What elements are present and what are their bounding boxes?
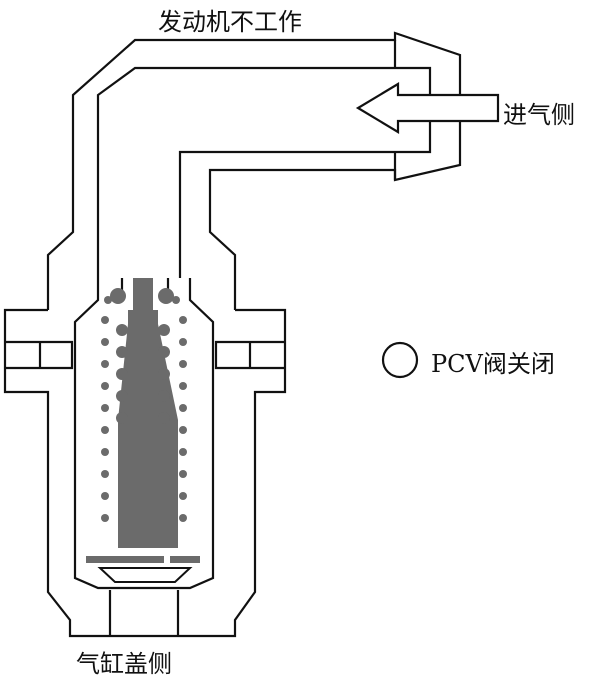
valve-housing-outer: [3, 308, 287, 638]
elbow-pipe-inner: [96, 66, 432, 278]
spring-dot: [101, 360, 109, 368]
spring-dot: [101, 316, 109, 324]
spring-coil: [101, 288, 187, 522]
spring-dot: [101, 470, 109, 478]
spring-dot: [179, 426, 187, 434]
spring-dot: [179, 338, 187, 346]
spring-dot: [116, 346, 128, 358]
spring-dot: [158, 390, 170, 402]
valve-chamber: [73, 278, 215, 590]
status-circle-icon: [381, 341, 419, 379]
spring-dot: [158, 412, 170, 424]
outlet-passage: [108, 590, 180, 636]
spring-dot: [101, 514, 109, 522]
diagram-title: 发动机不工作: [158, 8, 302, 36]
spring-dot: [101, 426, 109, 434]
flange-right: [214, 340, 285, 370]
spring-dot: [158, 324, 170, 336]
plunger-body: [118, 324, 178, 548]
valve-status-label: PCV阀关闭: [431, 350, 555, 378]
spring-dot: [179, 316, 187, 324]
spring-dot: [104, 296, 112, 304]
spring-dot: [179, 382, 187, 390]
elbow-pipe-outer: [46, 31, 462, 310]
spring-dot: [116, 390, 128, 402]
spring-dot: [116, 412, 128, 424]
spring-dot: [101, 492, 109, 500]
spring-dot: [179, 492, 187, 500]
plunger-cap: [128, 310, 158, 324]
seat-plate-left: [86, 556, 164, 563]
spring-dot: [172, 296, 180, 304]
spring-dot: [179, 404, 187, 412]
spring-dot: [158, 346, 170, 358]
spring-dot: [101, 338, 109, 346]
spring-dot: [179, 448, 187, 456]
spring-dot: [116, 368, 128, 380]
spring-dot: [179, 470, 187, 478]
spring-dot: [101, 404, 109, 412]
spring-dot: [158, 368, 170, 380]
flange-left: [5, 340, 74, 370]
spring-dot: [116, 324, 128, 336]
seat-plate-right: [170, 556, 200, 563]
spring-dot: [110, 288, 126, 304]
spring-dot: [179, 360, 187, 368]
spring-dot: [101, 448, 109, 456]
spring-dot: [158, 288, 174, 304]
spring-dot: [179, 514, 187, 522]
intake-side-label: 进气侧: [503, 101, 575, 129]
spring-dot: [101, 382, 109, 390]
plunger-top: [133, 278, 153, 310]
cylinder-head-side-label: 气缸盖侧: [76, 650, 172, 678]
intake-arrow-icon: [355, 82, 500, 134]
valve-seat: [97, 567, 193, 583]
